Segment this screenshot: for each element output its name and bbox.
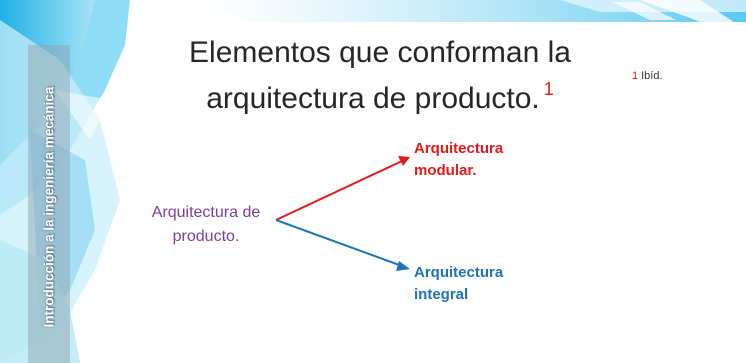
node-line: Arquitectura de xyxy=(151,204,261,221)
slide-title-line: Elementos que conforman la xyxy=(189,36,571,69)
slide-title-line: arquitectura de producto.1 xyxy=(150,71,610,117)
node-line: integral xyxy=(414,286,469,303)
node-line: producto. xyxy=(172,228,240,245)
arrowhead-integral xyxy=(396,261,410,271)
node-arquitectura-integral: Arquitectura integral xyxy=(414,262,503,306)
footnote-number: 1 xyxy=(632,70,639,82)
footnote-text: Ibíd. xyxy=(641,70,663,82)
node-arquitectura-producto: Arquitectura de producto. xyxy=(125,201,287,249)
slide-title-text: arquitectura de producto. xyxy=(206,82,540,115)
arrow-to-modular xyxy=(275,160,403,221)
node-arquitectura-modular: Arquitectura modular. xyxy=(414,138,503,182)
node-line: Arquitectura xyxy=(414,140,504,157)
slide-title: Elementos que conforman la arquitectura … xyxy=(150,34,610,117)
arrow-to-integral xyxy=(275,219,403,267)
arrowhead-modular xyxy=(398,156,410,166)
node-line: modular. xyxy=(414,162,477,179)
node-line: Arquitectura xyxy=(414,264,504,281)
footnote-reference: 1 xyxy=(543,79,554,99)
